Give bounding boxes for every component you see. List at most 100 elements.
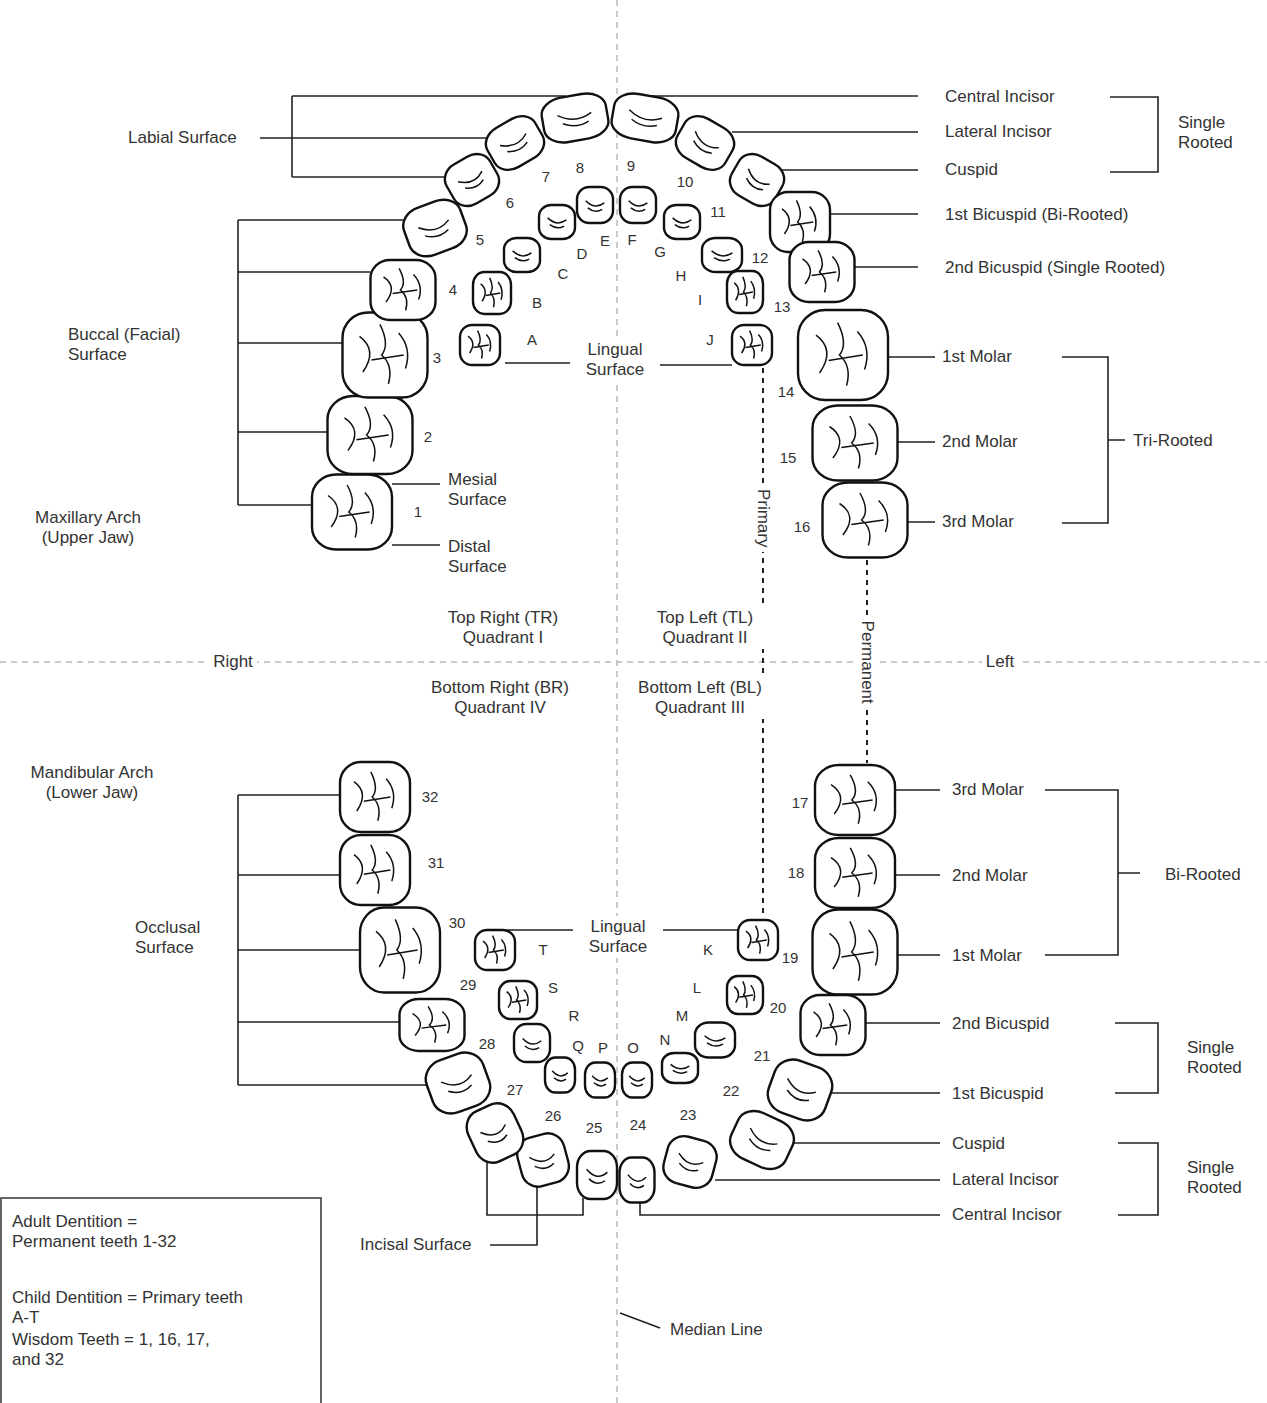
tooth-outline	[539, 90, 611, 146]
tooth-number: 22	[723, 1082, 740, 1100]
tooth-outline	[724, 1105, 800, 1176]
tooth-outline	[514, 1024, 550, 1062]
tooth-outline	[577, 1151, 617, 1199]
tooth-outline	[662, 1053, 698, 1083]
tooth-outline	[664, 205, 700, 239]
tooth-outline	[577, 187, 613, 223]
tooth-number: 13	[774, 298, 791, 316]
tooth-number: 7	[542, 168, 550, 186]
tooth-outline	[695, 1023, 735, 1058]
tooth-outline	[420, 1047, 495, 1119]
tooth-number: 15	[780, 449, 797, 467]
tooth-outline	[499, 981, 537, 1019]
quadrant-label: Top Left (TL) Quadrant II	[634, 607, 777, 650]
tooth-letter: M	[676, 1007, 689, 1025]
tooth-letter: K	[703, 941, 713, 959]
tooth-number: 12	[752, 249, 769, 267]
tooth-number: 21	[754, 1047, 771, 1065]
tooth-name: Lateral Incisor	[945, 122, 1052, 142]
quadrant-label: Bottom Left (BL) Quadrant III	[624, 677, 777, 720]
dentition-label: Primary	[752, 485, 774, 552]
leader-lines	[238, 96, 1158, 1328]
tooth-number: 3	[433, 349, 441, 367]
tooth-name: 1st Molar	[952, 946, 1022, 966]
tooth-number: 27	[507, 1081, 524, 1099]
tooth-number: 30	[449, 914, 466, 932]
tooth-outline	[343, 313, 428, 398]
tooth-name: Central Incisor	[952, 1205, 1062, 1225]
tooth-name: 3rd Molar	[942, 512, 1014, 532]
tooth-number: 14	[778, 383, 795, 401]
tooth-name: Cuspid	[952, 1134, 1005, 1154]
median-label: Median Line	[670, 1320, 763, 1340]
tooth-letter: N	[660, 1031, 671, 1049]
tooth-name: 2nd Molar	[942, 432, 1018, 452]
tooth-outline	[545, 1058, 575, 1093]
side-label: Left	[982, 651, 1018, 673]
tooth-outline	[475, 930, 515, 970]
root-label: Single Rooted	[1178, 113, 1250, 154]
tooth-name: 2nd Bicuspid	[952, 1014, 1049, 1034]
surface-label: Mesial Surface	[448, 470, 523, 511]
tooth-outline	[813, 910, 898, 995]
tooth-outline	[460, 325, 500, 365]
tooth-number: 17	[792, 794, 809, 812]
tooth-name: Cuspid	[945, 160, 998, 180]
tooth-outline	[504, 238, 540, 272]
tooth-outline	[609, 90, 681, 146]
tooth-outline	[790, 242, 855, 302]
tooth-letter: E	[600, 232, 610, 250]
tooth-outline	[815, 765, 895, 835]
tooth-outline	[360, 908, 440, 993]
tooth-letter: L	[693, 979, 701, 997]
tooth-number: 32	[422, 788, 439, 806]
tooth-outline	[480, 110, 550, 176]
tooth-number: 24	[630, 1116, 647, 1134]
root-label: Tri-Rooted	[1133, 431, 1213, 451]
tooth-outline	[823, 483, 908, 558]
tooth-outline	[312, 475, 392, 550]
tooth-name: 3rd Molar	[952, 780, 1024, 800]
tooth-outline	[585, 1063, 615, 1098]
arch-label: Mandibular Arch (Lower Jaw)	[7, 763, 177, 804]
upper-permanent-teeth	[312, 90, 908, 557]
legend-note: Adult Dentition = Permanent teeth 1-32	[12, 1212, 212, 1253]
tooth-letter: H	[676, 267, 687, 285]
root-label: Single Rooted	[1187, 1158, 1257, 1199]
quadrant-label: Bottom Right (BR) Quadrant IV	[424, 677, 577, 720]
tooth-letter: F	[627, 231, 636, 249]
tooth-outline	[371, 260, 436, 320]
tooth-number: 4	[449, 281, 457, 299]
tooth-number: 18	[788, 864, 805, 882]
tooth-letter: T	[538, 941, 547, 959]
surface-label: Distal Surface	[448, 537, 523, 578]
tooth-outline	[702, 238, 742, 272]
tooth-outline	[813, 406, 898, 481]
tooth-number: 9	[627, 157, 635, 175]
tooth-outline	[473, 272, 511, 314]
surface-label: Occlusal Surface	[135, 918, 215, 959]
tooth-number: 8	[576, 159, 584, 177]
surface-label: Incisal Surface	[360, 1235, 472, 1255]
lower-permanent-teeth	[340, 762, 898, 1203]
surface-label: Buccal (Facial) Surface	[68, 325, 203, 366]
tooth-number: 11	[710, 203, 726, 221]
tooth-outline	[400, 999, 465, 1051]
tooth-outline	[815, 838, 895, 908]
surface-label: Lingual Surface	[571, 339, 659, 382]
tooth-letter: S	[548, 979, 558, 997]
tooth-outline	[620, 187, 656, 223]
tooth-number: 29	[460, 976, 477, 994]
tooth-name: 1st Bicuspid (Bi-Rooted)	[945, 205, 1128, 225]
dentition-label: Permanent	[856, 616, 878, 707]
tooth-name: 1st Bicuspid	[952, 1084, 1044, 1104]
tooth-letter: J	[706, 331, 714, 349]
tooth-outline	[727, 976, 763, 1014]
tooth-letter: B	[532, 294, 542, 312]
tooth-name: 1st Molar	[942, 347, 1012, 367]
tooth-outline	[670, 110, 740, 176]
tooth-letter: A	[527, 331, 537, 349]
tooth-letter: P	[598, 1039, 608, 1057]
